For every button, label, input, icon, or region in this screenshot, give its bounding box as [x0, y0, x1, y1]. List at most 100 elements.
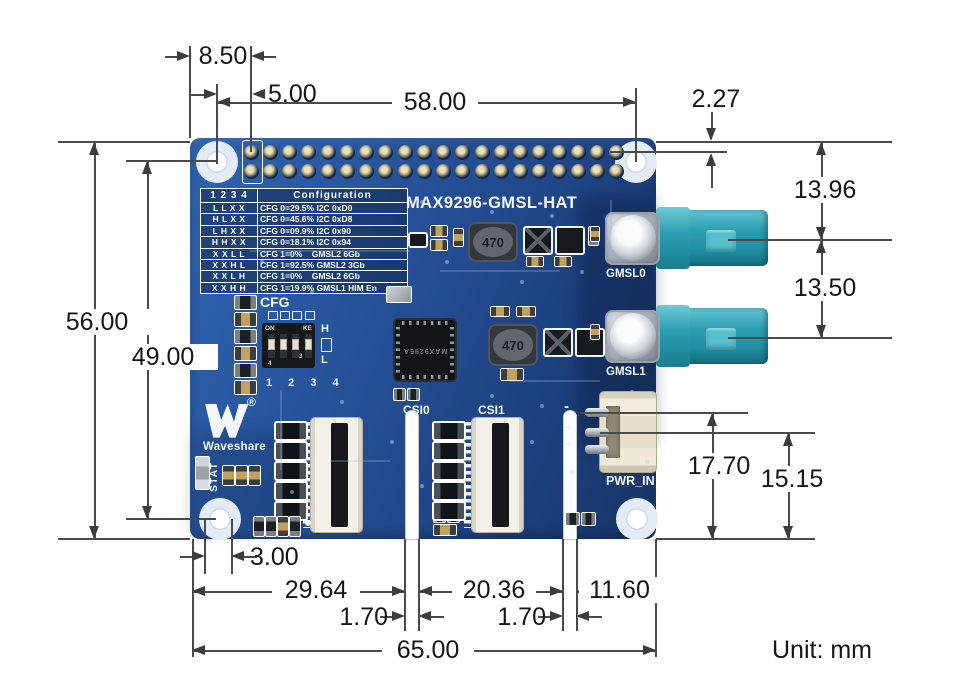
config-cell: L L X X: [200, 201, 258, 215]
gpio-pin: [301, 163, 317, 179]
via: [645, 460, 649, 464]
gpio-pin: [590, 163, 606, 179]
via: [340, 400, 344, 404]
dim-hole-span-vertical: 49.00: [108, 344, 218, 370]
gpio-pin: [262, 163, 278, 179]
dip-mark: [292, 311, 303, 320]
dim-hole-span-horizontal: 58.00: [392, 89, 478, 115]
gpio-pin: [243, 144, 259, 160]
stat-label: STAT: [208, 462, 220, 492]
gpio-pin: [474, 144, 490, 160]
gmsl0-fakra-tab: [706, 230, 736, 252]
gmsl1-fakra-tab: [706, 328, 736, 350]
inductor-value: 470: [482, 234, 504, 250]
config-cell: H H X X: [200, 236, 258, 249]
gpio-pin: [493, 144, 509, 160]
arrowhead: [177, 51, 190, 61]
dip-mark: [304, 311, 315, 320]
ext-line: [576, 539, 578, 631]
arrowhead: [142, 506, 152, 519]
dim-board-width: 65.00: [382, 637, 474, 663]
resistor: [433, 524, 457, 536]
capacitor: [453, 228, 464, 247]
dip-level-box: [321, 338, 332, 352]
arrowhead: [706, 128, 716, 141]
resistor: [234, 295, 257, 310]
arrowhead: [707, 526, 717, 539]
diode: [523, 226, 553, 255]
gpio-pin: [551, 163, 567, 179]
arrowhead: [251, 51, 264, 61]
dim-hole-to-pin1: 5.00: [268, 80, 317, 108]
transistor: [408, 232, 428, 248]
gpio-pin: [493, 163, 509, 179]
via: [570, 470, 574, 474]
arrowhead: [231, 551, 244, 561]
ext-line: [656, 538, 815, 540]
resistor: [235, 465, 248, 486]
arrowhead: [419, 586, 432, 596]
arrowhead: [89, 526, 99, 539]
gpio-pin: [455, 144, 471, 160]
arrowhead: [816, 240, 826, 253]
trace: [280, 390, 282, 470]
gpio-pin: [301, 144, 317, 160]
stat-led: [195, 456, 210, 490]
pad: [407, 388, 420, 401]
dip-on-label: ON: [265, 325, 275, 332]
waveshare-logo: [205, 404, 249, 438]
ext-line: [58, 141, 190, 143]
inductor: 470: [488, 324, 538, 366]
arrow-tail: [180, 556, 193, 558]
config-cell: CFG 0=45.6% I2C 0xD8: [257, 213, 408, 226]
board-title: MAX9296-GMSL-HAT: [406, 194, 578, 212]
dim-notch-right: 1.70: [497, 603, 546, 631]
arrowhead: [707, 413, 717, 426]
arrowhead: [192, 551, 205, 561]
arrowhead: [643, 645, 656, 655]
dip-silk-numbers: 1 2 3 4: [266, 377, 346, 389]
config-cell: X X L H: [200, 270, 258, 283]
gpio-pin: [243, 163, 259, 179]
dim-hole-diameter: 3.00: [250, 543, 299, 571]
arrowhead: [418, 611, 431, 621]
gpio-pin: [532, 163, 548, 179]
gpio-pin: [339, 144, 355, 160]
via: [520, 280, 524, 284]
inductor: 470: [468, 222, 518, 262]
silk-dot: [305, 520, 311, 526]
unit-note: Unit: mm: [772, 636, 872, 664]
arrowhead: [217, 97, 230, 107]
ext-line: [418, 539, 420, 631]
csi1-pins: [464, 422, 473, 528]
dim-edge-to-gmsl0: 13.96: [786, 177, 864, 203]
dim-margin-left: 8.50: [198, 42, 248, 70]
arrowhead: [192, 586, 205, 596]
capacitor: [432, 441, 466, 461]
ext-line: [192, 539, 194, 657]
arrow-tail: [711, 112, 713, 129]
arrow-tail: [589, 616, 602, 618]
via: [630, 390, 634, 394]
pwr-pin: [585, 428, 609, 437]
gpio-pin: [282, 144, 297, 160]
gpio-pin: [436, 144, 452, 160]
via: [490, 394, 494, 398]
dip-low-label: L: [321, 354, 328, 366]
arrowhead: [192, 645, 205, 655]
mounting-hole-bottom-right: [616, 498, 658, 540]
gpio-pin: [320, 144, 336, 160]
resistor: [289, 516, 301, 537]
dip-knob: [304, 339, 312, 350]
dim-gmsl0-to-gmsl1: 13.50: [786, 275, 864, 301]
arrow-tail: [165, 56, 178, 58]
arrowhead: [576, 611, 589, 621]
resistor: [490, 306, 510, 317]
ext-line: [58, 538, 190, 540]
dip-ke-label: KE: [302, 325, 312, 332]
arrowhead: [816, 227, 826, 240]
via: [530, 440, 534, 444]
dim-line: [147, 161, 149, 519]
ic-pins: [402, 375, 448, 379]
pwr-pin: [585, 445, 609, 454]
